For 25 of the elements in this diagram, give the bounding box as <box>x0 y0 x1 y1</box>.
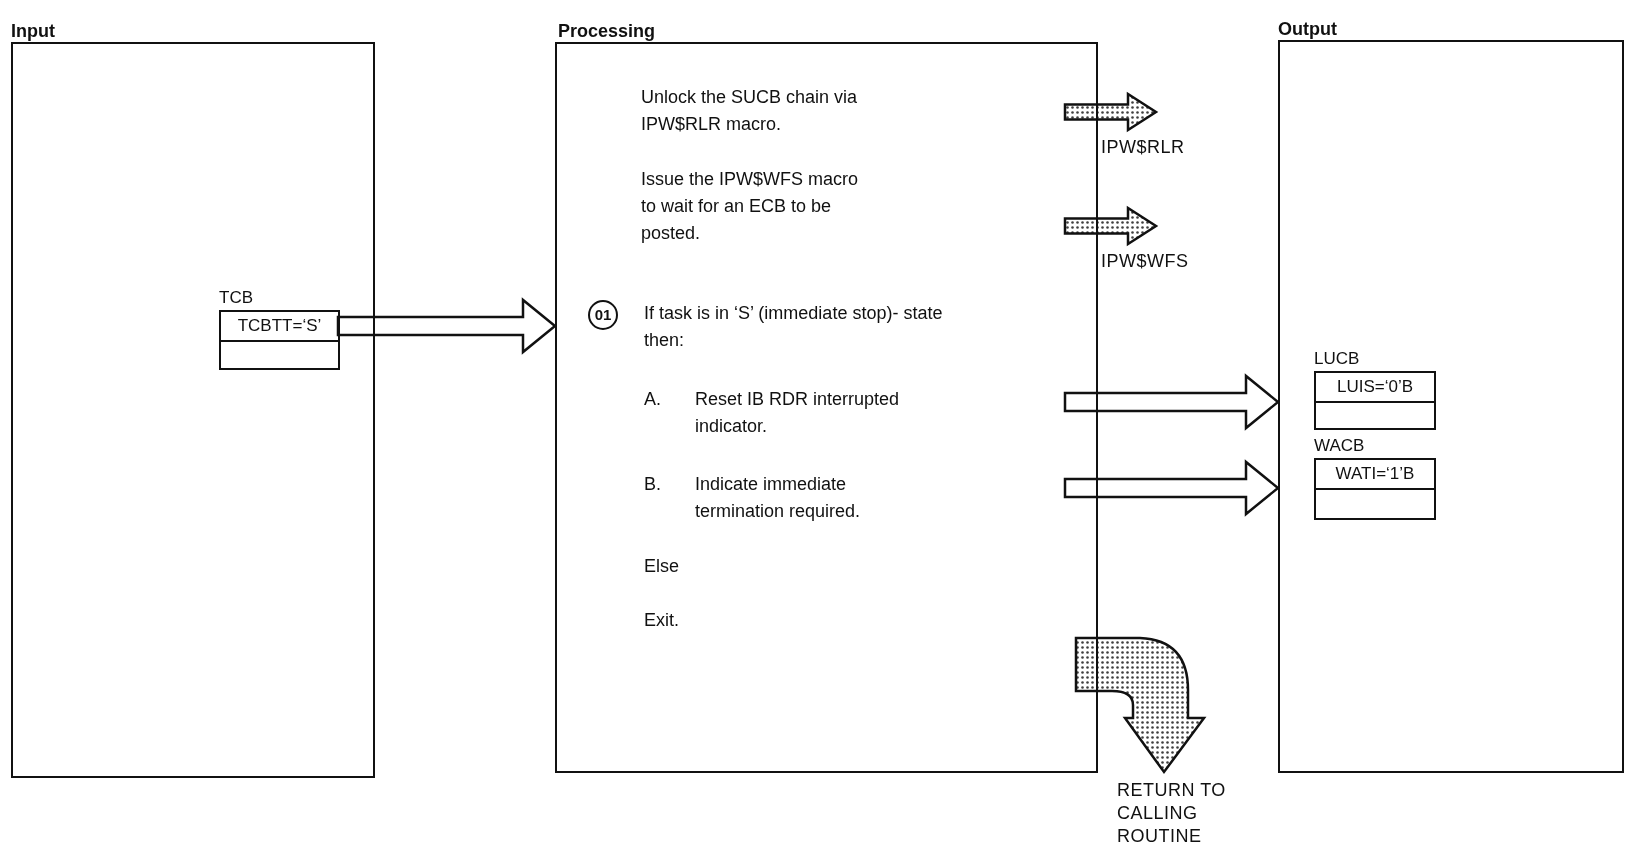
field-row: TCBTT=‘S’ <box>221 312 338 342</box>
step-text: Issue the IPW$WFS macro to wait for an ECB to be posted. <box>641 168 860 245</box>
step-number-circle: 01 <box>588 300 618 330</box>
step-text: If task is in ‘S’ (immediate stop)- state then: <box>644 302 944 352</box>
block-arrow <box>1063 91 1159 133</box>
step-text: Indicate immediate termination required. <box>695 473 862 523</box>
block-arrow <box>1063 373 1280 431</box>
block-arrow <box>1063 459 1280 517</box>
curved-arrow <box>1074 636 1206 774</box>
step-text: Reset IB RDR interrupted indicator. <box>695 388 901 438</box>
block-arrow <box>1063 205 1159 247</box>
panel-heading: Input <box>11 20 55 43</box>
block-arrow <box>336 297 557 355</box>
record-name: LUCB <box>1314 349 1360 369</box>
step-text: Unlock the SUCB chain via IPW$RLR macro. <box>641 86 859 136</box>
panel-heading: Processing <box>558 20 657 43</box>
step-text: Exit. <box>644 609 680 632</box>
field-row: WATI=‘1’B <box>1316 460 1434 490</box>
field-row: LUIS=‘0’B <box>1316 373 1434 403</box>
panel-heading: Output <box>1278 18 1337 41</box>
step-text: A. <box>644 388 662 411</box>
record-name: TCB <box>219 288 253 308</box>
step-text: B. <box>644 473 662 496</box>
record-name: WACB <box>1314 436 1365 456</box>
step-text: Else <box>644 555 680 578</box>
